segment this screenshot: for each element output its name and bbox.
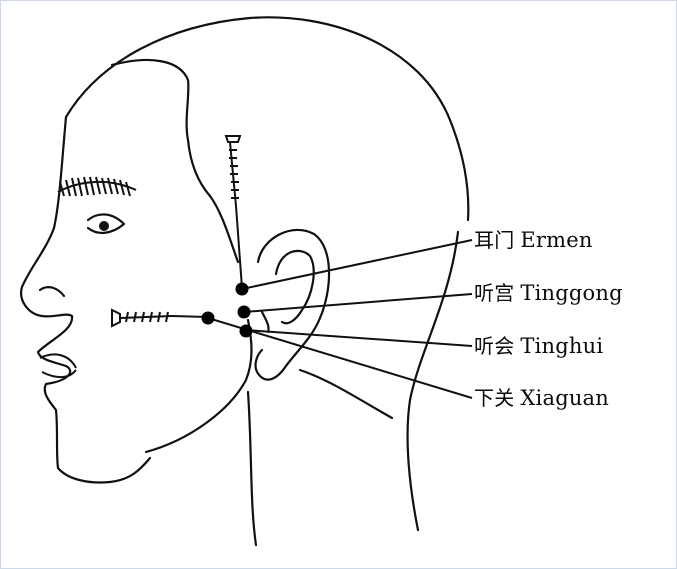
point-tinggong <box>238 306 251 319</box>
ear-inner <box>276 251 314 323</box>
label-ermen-cn: 耳门 <box>474 228 514 252</box>
nostril <box>40 287 64 296</box>
jaw-line <box>146 320 252 452</box>
point-ermen <box>236 283 249 296</box>
leader-line-tinghui <box>246 330 472 346</box>
lips <box>40 354 76 377</box>
leader-line-tinggong <box>244 294 472 312</box>
pupil <box>99 221 109 231</box>
ear-tragus <box>262 312 269 332</box>
label-tinggong-en: Tinggong <box>520 281 622 305</box>
needle-icon <box>226 136 242 288</box>
point-xiaguan <box>202 312 215 325</box>
label-ermen-en: Ermen <box>520 228 592 252</box>
eyebrow <box>58 177 136 196</box>
label-tinghui-cn: 听会 <box>474 334 514 358</box>
point-tinghui <box>240 325 253 338</box>
hairline <box>112 60 238 262</box>
label-tinghui-en: Tinghui <box>520 334 603 358</box>
neck-front <box>248 392 256 545</box>
leader-line-ermen <box>242 240 472 289</box>
label-xiaguan-cn: 下关 <box>474 386 514 410</box>
face-profile-outline <box>21 117 150 482</box>
needle-icon <box>112 310 208 326</box>
label-xiaguan-en: Xiaguan <box>520 386 609 410</box>
neck-muscle <box>300 370 392 418</box>
skull-outline <box>66 17 468 220</box>
label-tinggong-cn: 听宫 <box>474 281 514 305</box>
